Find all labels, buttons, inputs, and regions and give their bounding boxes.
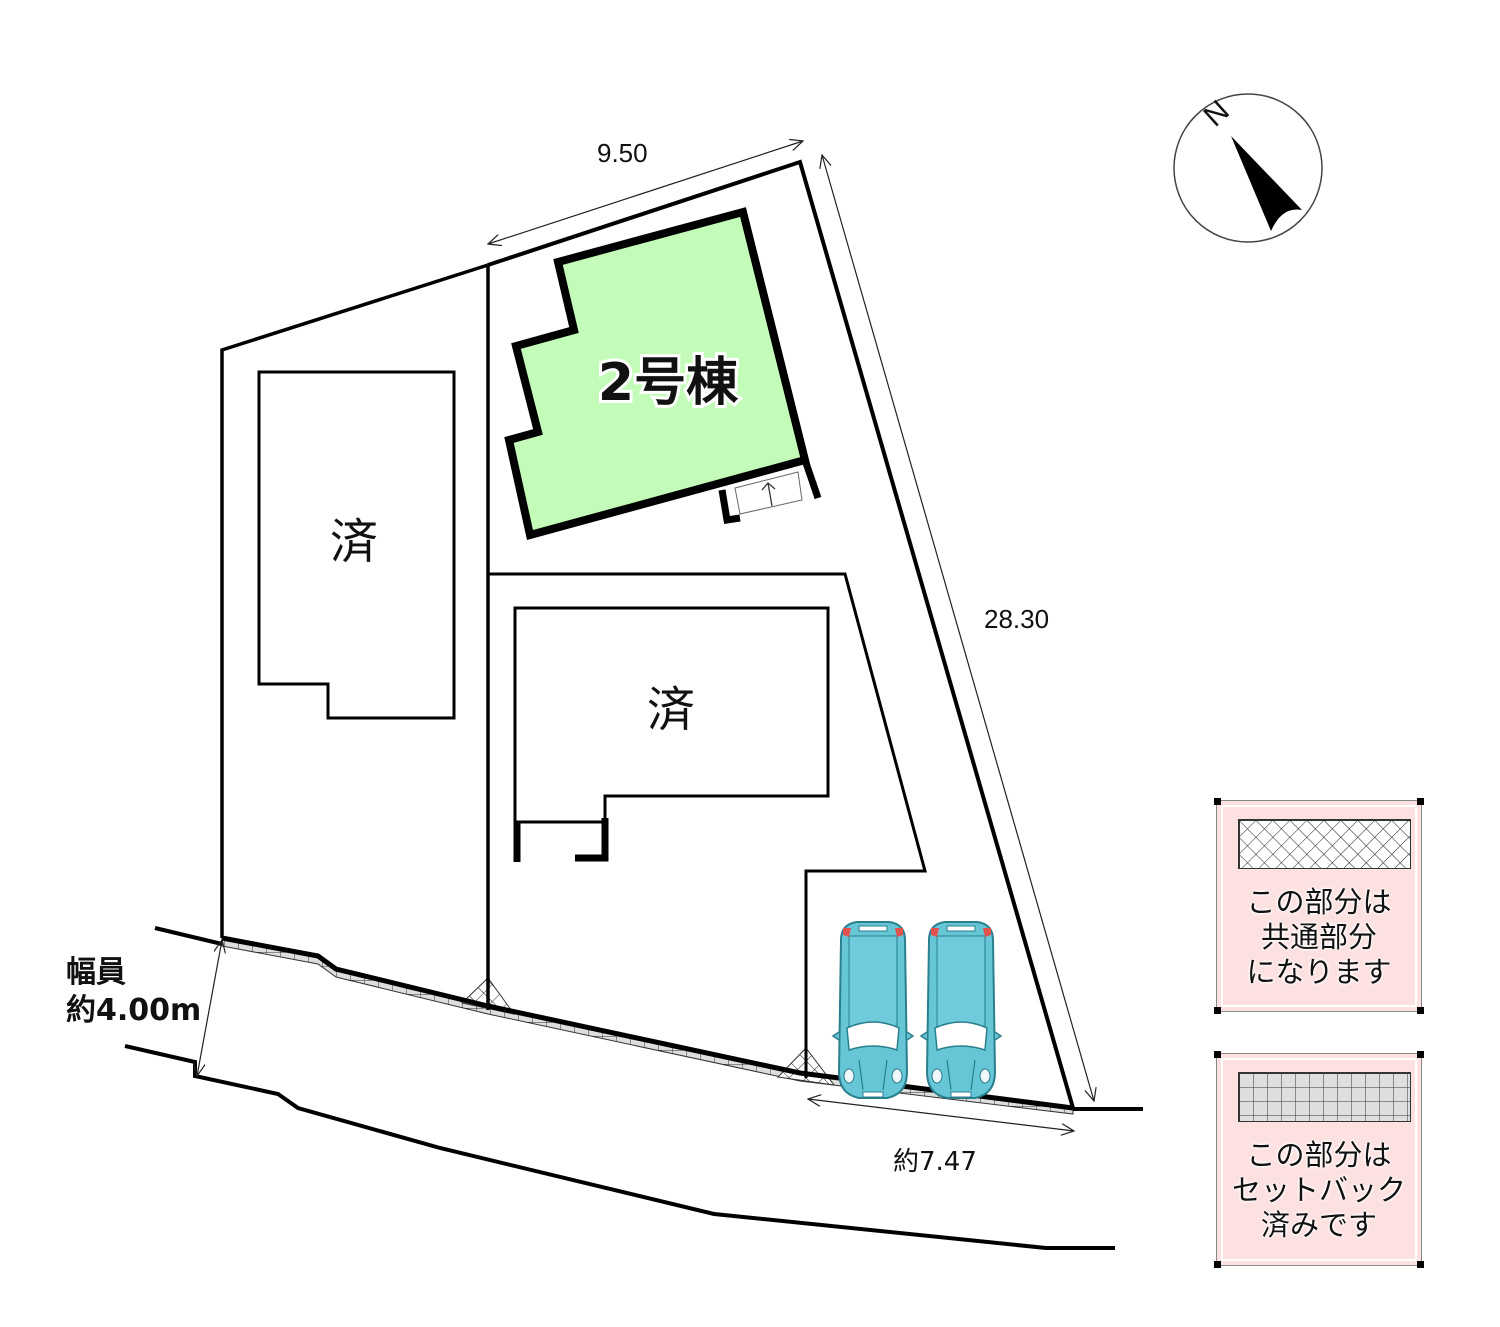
dim-label-top: 9.50 <box>597 138 648 168</box>
target-lot-label: 2号棟 <box>598 353 739 413</box>
road-edge-north-left <box>154 926 223 946</box>
legend-setback-text: この部分は セットバック 済みです <box>1217 1138 1421 1243</box>
left-lot-boundary <box>220 263 489 938</box>
legend-line: この部分は <box>1246 885 1392 919</box>
middle-lot-status: 済 <box>647 682 695 738</box>
entrance-wall-right <box>801 458 822 500</box>
legend-setback: この部分は セットバック 済みです <box>1214 1051 1424 1268</box>
legend-corner <box>1214 1051 1221 1058</box>
legend-corner <box>1417 1051 1424 1058</box>
north-arrow-icon <box>1231 136 1302 231</box>
road-width-value: 約4.00m <box>66 993 201 1028</box>
dim-label-right: 28.30 <box>984 604 1049 634</box>
left-lot-building <box>257 370 456 720</box>
dim-line-top <box>488 141 803 244</box>
left-lot-status: 済 <box>330 514 378 570</box>
legend-common-text: この部分は 共通部分 になります <box>1217 885 1421 990</box>
legend-line: 済みです <box>1260 1208 1377 1242</box>
entrance-step <box>734 471 803 515</box>
legend-line: セットバック <box>1231 1173 1406 1207</box>
legend-corner <box>1214 1007 1221 1014</box>
road-width-title: 幅員 <box>66 955 126 990</box>
dim-line-road-width <box>197 940 222 1076</box>
legend-corner <box>1214 798 1221 805</box>
legend-corner <box>1417 1007 1424 1014</box>
dim-line-frontage <box>808 1099 1074 1131</box>
compass: N <box>1173 93 1323 243</box>
dim-line-right <box>822 155 1094 1101</box>
car-icon-1 <box>832 921 914 1099</box>
middle-lot-porch-right <box>575 818 609 862</box>
legend-line: この部分は <box>1246 1138 1392 1172</box>
grid-swatch <box>1238 1072 1411 1122</box>
entrance-arrow-icon <box>761 482 776 507</box>
legend-corner <box>1417 798 1424 805</box>
legend-line: 共通部分 <box>1260 920 1377 954</box>
legend-corner <box>1417 1261 1424 1268</box>
car-icon-2 <box>920 921 1002 1099</box>
legend-line: になります <box>1246 955 1392 989</box>
crosshatch-swatch <box>1238 819 1411 869</box>
dim-label-frontage: 約7.47 <box>893 1147 977 1177</box>
entrance-wall <box>718 489 741 524</box>
legend-common-area: この部分は 共通部分 になります <box>1214 798 1424 1014</box>
legend-corner <box>1214 1261 1221 1268</box>
target-lot-building <box>504 207 810 540</box>
